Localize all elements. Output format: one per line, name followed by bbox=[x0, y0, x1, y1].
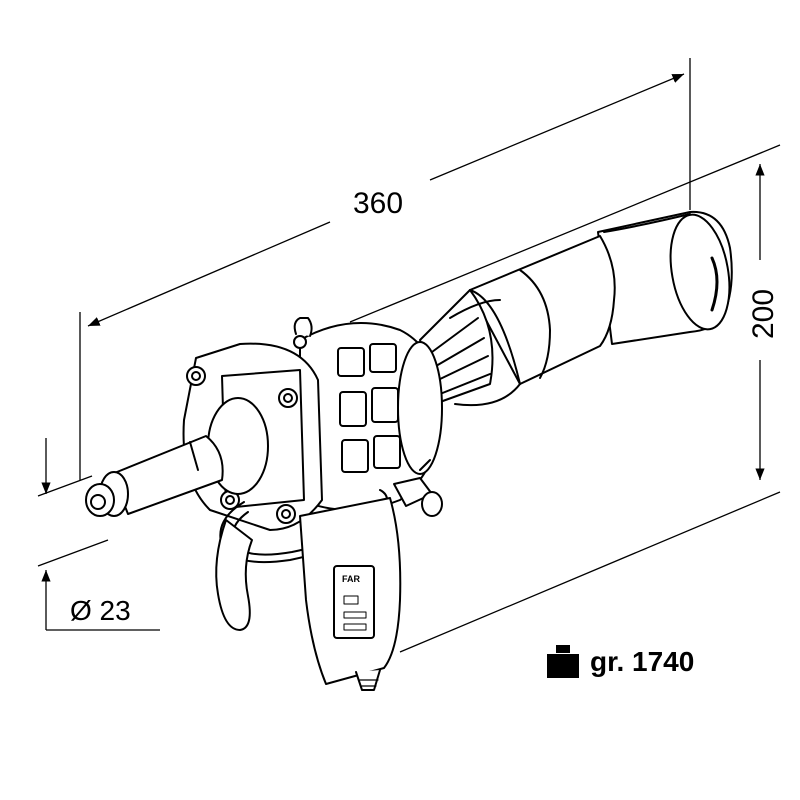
riveter-tool: FAR bbox=[85, 210, 733, 691]
air-valve bbox=[393, 459, 443, 517]
trigger bbox=[215, 519, 253, 631]
height-extension-bottom bbox=[399, 491, 781, 653]
length-dim-line-left bbox=[87, 221, 331, 327]
height-extension-top bbox=[349, 144, 781, 323]
length-value: 360 bbox=[353, 187, 403, 220]
length-dimension bbox=[79, 58, 691, 480]
length-dim-line-right bbox=[429, 73, 685, 181]
diameter-dimension bbox=[37, 438, 160, 631]
grip-logo: FAR bbox=[342, 574, 361, 584]
diameter-extension-bottom bbox=[37, 539, 109, 567]
weight-icon bbox=[547, 645, 579, 678]
sleeve-body bbox=[469, 235, 616, 385]
weight-label: gr. 1740 bbox=[590, 646, 695, 677]
nozzle bbox=[85, 435, 224, 517]
grip-handle: FAR bbox=[299, 497, 402, 691]
height-dimension bbox=[349, 144, 781, 653]
height-value: 200 bbox=[747, 289, 780, 339]
barrel-housing bbox=[293, 317, 443, 511]
diameter-value: Ø 23 bbox=[70, 595, 131, 626]
rear-cylinder bbox=[597, 210, 733, 345]
